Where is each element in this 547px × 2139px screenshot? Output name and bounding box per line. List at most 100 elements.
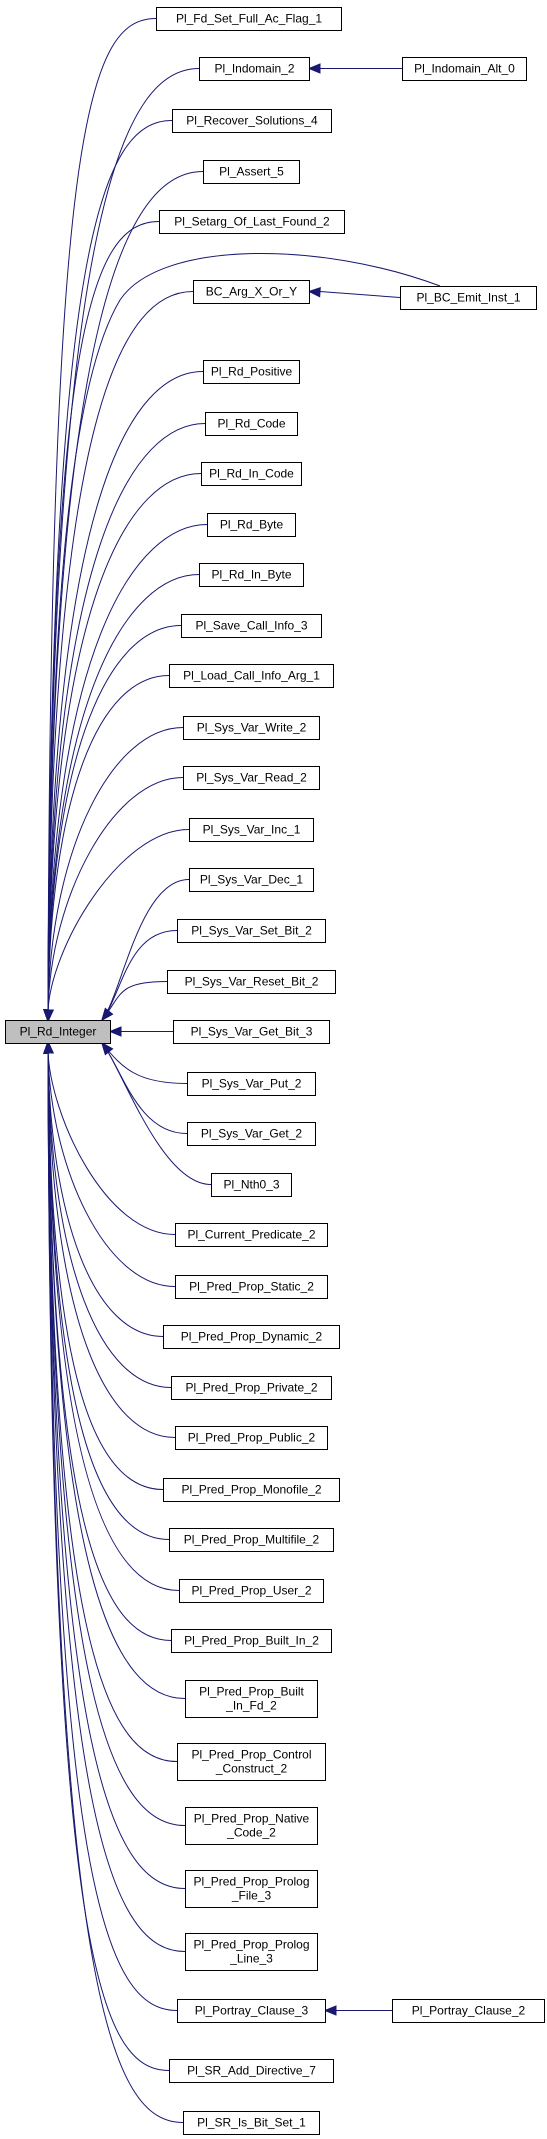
node-box <box>177 1999 326 2023</box>
node-label: Pl_Sys_Var_Get_2 <box>201 1127 302 1141</box>
node-box <box>183 766 320 790</box>
node-label: Pl_Sys_Var_Dec_1 <box>200 873 303 887</box>
node-box <box>169 664 334 688</box>
graph-node[interactable]: Pl_Save_Call_Info_3 <box>181 614 322 638</box>
node-box <box>185 1870 318 1908</box>
node-label: Pl_Rd_Code <box>217 417 285 431</box>
node-box <box>203 360 300 384</box>
graph-node[interactable]: Pl_Sys_Var_Set_Bit_2 <box>177 919 326 943</box>
graph-node[interactable]: Pl_Indomain_Alt_0 <box>402 57 527 81</box>
graph-node[interactable]: Pl_Pred_Prop_Dynamic_2 <box>163 1325 340 1349</box>
edge-n6-to-root <box>47 371 204 1013</box>
graph-node[interactable]: Pl_Setarg_Of_Last_Found_2 <box>159 210 345 234</box>
node-label: _In_Fd_2 <box>225 1699 277 1713</box>
graph-node[interactable]: Pl_Current_Predicate_2 <box>175 1223 328 1247</box>
node-label: Pl_SR_Is_Bit_Set_1 <box>197 2116 306 2130</box>
node-box <box>183 2111 320 2135</box>
node-label: Pl_Sys_Var_Reset_Bit_2 <box>185 975 319 989</box>
node-box <box>163 1325 340 1349</box>
node-box <box>185 1680 318 1718</box>
graph-node[interactable]: Pl_Pred_Prop_Prolog_Line_3 <box>185 1933 318 1971</box>
edge-n26-to-root <box>47 1050 172 1388</box>
edge-n28-to-root <box>47 1050 164 1490</box>
node-box <box>205 412 298 436</box>
graph-node[interactable]: Pl_Fd_Set_Full_Ac_Flag_1 <box>156 7 342 31</box>
edge-n23-to-root <box>47 1050 176 1235</box>
graph-node[interactable]: Pl_Recover_Solutions_4 <box>172 109 332 133</box>
graph-node[interactable]: Pl_Rd_In_Byte <box>199 563 304 587</box>
graph-node[interactable]: BC_Arg_X_Or_Y <box>193 280 310 304</box>
graph-node[interactable]: Pl_Nth0_3 <box>211 1173 292 1197</box>
node-label: Pl_Pred_Prop_Prolog <box>193 1875 309 1889</box>
graph-node[interactable]: Pl_Sys_Var_Read_2 <box>183 766 320 790</box>
graph-node[interactable]: Pl_Indomain_2 <box>199 57 310 81</box>
graph-node[interactable]: Pl_Rd_In_Code <box>201 462 302 486</box>
node-box <box>169 2059 334 2083</box>
node-label: Pl_Indomain_Alt_0 <box>414 62 515 76</box>
edge-n13-to-root <box>47 727 184 1013</box>
node-box <box>199 563 304 587</box>
node-box <box>203 160 300 184</box>
edge-n39-to-root <box>47 1050 184 2123</box>
node-label: Pl_Rd_In_Code <box>209 467 294 481</box>
root-node[interactable]: Pl_Rd_Integer <box>5 1020 111 1044</box>
graph-node[interactable]: Pl_Sys_Var_Get_Bit_3 <box>173 1020 330 1044</box>
edge-n31-to-root <box>47 1050 172 1641</box>
graph-node[interactable]: Pl_Sys_Var_Put_2 <box>187 1072 316 1096</box>
edge-n1-to-root <box>47 68 200 1013</box>
graph-node[interactable]: Pl_Pred_Prop_Public_2 <box>175 1426 328 1450</box>
node-box <box>400 286 537 310</box>
node-box <box>171 1376 332 1400</box>
graph-node[interactable]: Pl_Rd_Byte <box>207 513 296 537</box>
graph-node[interactable]: Pl_Portray_Clause_2 <box>392 1999 545 2023</box>
node-label: Pl_Sys_Var_Write_2 <box>197 721 307 735</box>
edge-o1-to-n1-arrow <box>307 63 321 74</box>
graph-node[interactable]: Pl_Pred_Prop_Multifile_2 <box>169 1528 334 1552</box>
graph-node[interactable]: Pl_Load_Call_Info_Arg_1 <box>169 664 334 688</box>
node-label: Pl_Pred_Prop_Built_In_2 <box>184 1634 319 1648</box>
edge-n5-to-root <box>47 291 194 1013</box>
graph-node[interactable]: Pl_Assert_5 <box>203 160 300 184</box>
graph-node[interactable]: Pl_Portray_Clause_3 <box>177 1999 326 2023</box>
edge-o3-to-n37-arrow <box>323 2005 337 2016</box>
edge-n14-to-root <box>47 777 184 1013</box>
node-box <box>167 970 336 994</box>
graph-node[interactable]: Pl_Pred_Prop_Prolog_File_3 <box>185 1870 318 1908</box>
edge-n3-to-root <box>47 171 204 1013</box>
node-label: Pl_Save_Call_Info_3 <box>195 619 307 633</box>
node-label: Pl_Pred_Prop_User_2 <box>191 1584 311 1598</box>
graph-node[interactable]: Pl_Pred_Prop_Built_In_Fd_2 <box>185 1680 318 1718</box>
node-box <box>171 1629 332 1653</box>
graph-node[interactable]: Pl_Sys_Var_Get_2 <box>187 1122 316 1146</box>
graph-node[interactable]: Pl_Pred_Prop_User_2 <box>179 1579 324 1603</box>
node-box <box>199 57 310 81</box>
graph-node[interactable]: Pl_Rd_Code <box>205 412 298 436</box>
graph-node[interactable]: Pl_Pred_Prop_Static_2 <box>175 1275 328 1299</box>
graph-node[interactable]: Pl_BC_Emit_Inst_1 <box>400 286 537 310</box>
graph-node[interactable]: Pl_Sys_Var_Inc_1 <box>189 818 314 842</box>
node-box <box>156 7 342 31</box>
edge-n35-to-root <box>47 1050 186 1889</box>
graph-node[interactable]: Pl_Sys_Var_Dec_1 <box>189 868 314 892</box>
graph-node[interactable]: Pl_Pred_Prop_Native_Code_2 <box>185 1807 318 1845</box>
graph-node[interactable]: Pl_Sys_Var_Write_2 <box>183 716 320 740</box>
graph-node[interactable]: Pl_SR_Is_Bit_Set_1 <box>183 2111 320 2135</box>
graph-node[interactable]: Pl_Pred_Prop_Monofile_2 <box>163 1478 340 1502</box>
edge-o2-to-n5-arrow <box>307 287 321 298</box>
node-label: Pl_Pred_Prop_Control <box>191 1748 311 1762</box>
edge-n25-to-root <box>47 1050 164 1337</box>
graph-node[interactable]: Pl_Pred_Prop_Private_2 <box>171 1376 332 1400</box>
node-box <box>392 1999 545 2023</box>
node-label: Pl_Pred_Prop_Multifile_2 <box>184 1533 320 1547</box>
graph-node[interactable]: Pl_Rd_Positive <box>203 360 300 384</box>
graph-node[interactable]: Pl_Sys_Var_Reset_Bit_2 <box>167 970 336 994</box>
edge-n4-to-root <box>47 221 160 1013</box>
edge-n16-to-root <box>101 879 190 1021</box>
graph-node[interactable]: Pl_SR_Add_Directive_7 <box>169 2059 334 2083</box>
node-label: Pl_Sys_Var_Read_2 <box>196 771 307 785</box>
node-box <box>402 57 527 81</box>
node-label: Pl_Pred_Prop_Built <box>199 1685 304 1699</box>
graph-node[interactable]: Pl_Pred_Prop_Built_In_2 <box>171 1629 332 1653</box>
graph-node[interactable]: Pl_Pred_Prop_Control_Construct_2 <box>177 1743 326 1781</box>
